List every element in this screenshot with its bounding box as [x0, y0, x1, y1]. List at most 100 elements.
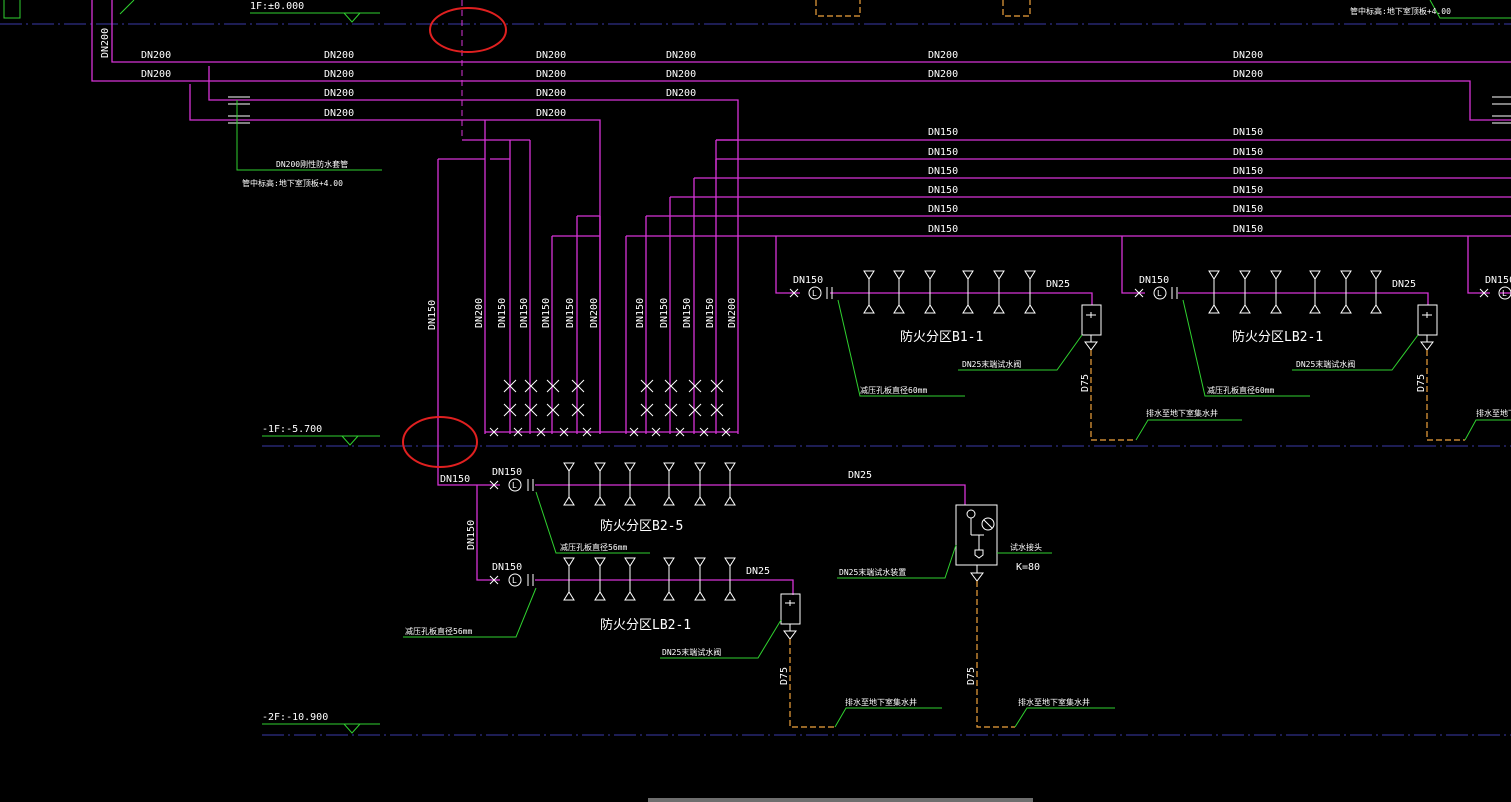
svg-text:DN150: DN150	[466, 520, 477, 550]
sprinkler-head-upright	[694, 557, 706, 567]
svg-text:DN150: DN150	[928, 147, 958, 158]
sprinkler-head-upright	[863, 270, 875, 280]
note-test-valve-b1-1: DN25末端试水阀	[962, 359, 1021, 369]
sprinkler-head-pendent	[724, 591, 736, 601]
elevation-marker-1f	[343, 12, 361, 23]
main-dn200-1	[111, 0, 1511, 63]
sprinkler-head-upright	[1239, 270, 1251, 280]
svg-text:DN200: DN200	[100, 28, 111, 58]
zone-label-b1-1: 防火分区B1-1	[900, 329, 983, 345]
svg-text:DN200: DN200	[474, 298, 485, 328]
svg-text:DN150: DN150	[635, 298, 646, 328]
svg-text:DN150: DN150	[440, 474, 470, 485]
svg-text:DN25: DN25	[848, 470, 872, 481]
sprinkler-head-pendent	[1340, 304, 1352, 314]
markup-circle-top	[429, 7, 507, 53]
top-left-fragment	[3, 0, 135, 19]
note-drain-lb2-1-right: 排水至地下室集水井	[1476, 408, 1511, 418]
sprinkler-heads	[563, 270, 1382, 601]
note-orifice-lb2-1-right: 减压孔板直径60mm	[1207, 385, 1274, 395]
svg-text:D75: D75	[1080, 374, 1091, 392]
sprinkler-head-pendent	[594, 496, 606, 506]
sprinkler-head-pendent	[624, 496, 636, 506]
svg-text:DN200: DN200	[536, 50, 566, 61]
sprinkler-head-upright	[563, 557, 575, 567]
sprinkler-head-upright	[624, 462, 636, 472]
note-top-right: 管中标高:地下室顶板+4.00	[1350, 6, 1451, 16]
svg-text:D75: D75	[779, 667, 790, 685]
main-dn200-2	[91, 0, 1511, 121]
svg-text:DN200: DN200	[666, 69, 696, 80]
dn-labels: DN200 DN200 DN200 DN200 DN200 DN200 DN20…	[141, 50, 1511, 577]
floor-label-b2: -2F:-10.900	[262, 712, 328, 723]
svg-text:DN200: DN200	[1233, 69, 1263, 80]
horizontal-scrollbar[interactable]	[648, 798, 1033, 802]
sprinkler-head-pendent	[724, 496, 736, 506]
svg-text:DN150: DN150	[928, 224, 958, 235]
dn-labels-vertical: DN200 DN150 DN200 DN150 DN150 DN150 DN15…	[100, 28, 1427, 685]
note-sleeve-elevation: 管中标高:地下室顶板+4.00	[242, 178, 343, 188]
markup-circle-bottom	[402, 416, 478, 468]
svg-text:DN150: DN150	[1233, 204, 1263, 215]
sprinkler-head-pendent	[663, 591, 675, 601]
sprinkler-head-pendent	[563, 591, 575, 601]
svg-text:DN150: DN150	[705, 298, 716, 328]
sprinkler-head-pendent	[1370, 304, 1382, 314]
floor-level-lines	[0, 23, 1511, 736]
zone-label-b2-5: 防火分区B2-5	[600, 518, 683, 534]
pipe-network	[91, 0, 1511, 595]
sprinkler-head-pendent	[1309, 304, 1321, 314]
zone-label-lb2-1-right: 防火分区LB2-1	[1232, 329, 1323, 345]
sprinkler-head-upright	[694, 462, 706, 472]
svg-text:DN200: DN200	[324, 69, 354, 80]
svg-text:L: L	[512, 481, 517, 490]
svg-text:DN200: DN200	[141, 69, 171, 80]
test-valve-box-b1-1	[1081, 304, 1102, 336]
svg-text:DN150: DN150	[492, 562, 522, 573]
sprinkler-head-upright	[663, 557, 675, 567]
svg-text:DN150: DN150	[793, 275, 823, 286]
valves	[228, 96, 1511, 587]
sprinkler-head-pendent	[594, 591, 606, 601]
svg-text:DN200: DN200	[928, 50, 958, 61]
note-orifice-lb2-1: 减压孔板直径56mm	[405, 626, 472, 636]
sprinkler-head-upright	[1024, 270, 1036, 280]
floor-level-markers	[250, 12, 380, 734]
svg-text:DN200: DN200	[589, 298, 600, 328]
sprinkler-head-pendent	[624, 591, 636, 601]
sprinkler-head-upright	[893, 270, 905, 280]
note-drain-b1-1: 排水至地下室集水井	[1146, 408, 1218, 418]
note-orifice-b2-5: 减压孔板直径56mm	[560, 542, 627, 552]
test-valve-box-lb2-1-right	[1417, 304, 1438, 336]
svg-text:DN200: DN200	[666, 88, 696, 99]
svg-text:DN150: DN150	[1233, 224, 1263, 235]
svg-text:L: L	[1502, 289, 1507, 298]
sprinkler-head-pendent	[863, 304, 875, 314]
svg-text:DN150: DN150	[928, 127, 958, 138]
svg-text:DN150: DN150	[928, 185, 958, 196]
sprinkler-head-upright	[724, 462, 736, 472]
sprinkler-head-pendent	[1239, 304, 1251, 314]
sprinkler-head-upright	[1309, 270, 1321, 280]
sprinkler-head-pendent	[924, 304, 936, 314]
svg-text:DN25: DN25	[1392, 279, 1416, 290]
test-boxes	[780, 304, 1438, 640]
sprinkler-head-pendent	[694, 496, 706, 506]
test-valve-box-lb2-1	[780, 593, 801, 625]
sprinkler-head-pendent	[663, 496, 675, 506]
note-test-connector: 试水接头	[1010, 542, 1042, 552]
note-test-device: DN25末端试水装置	[839, 567, 906, 577]
svg-text:DN150: DN150	[1233, 127, 1263, 138]
sprinkler-head-pendent	[1024, 304, 1036, 314]
sprinkler-head-pendent	[563, 496, 575, 506]
svg-text:DN200: DN200	[727, 298, 738, 328]
sprinkler-head-pendent	[1208, 304, 1220, 314]
svg-text:DN150: DN150	[541, 298, 552, 328]
sprinkler-head-upright	[1370, 270, 1382, 280]
svg-text:DN200: DN200	[536, 88, 566, 99]
svg-text:DN150: DN150	[1485, 275, 1511, 286]
main-dn200-4	[189, 84, 601, 434]
drain-pipes	[789, 0, 1465, 728]
svg-text:DN150: DN150	[519, 298, 530, 328]
